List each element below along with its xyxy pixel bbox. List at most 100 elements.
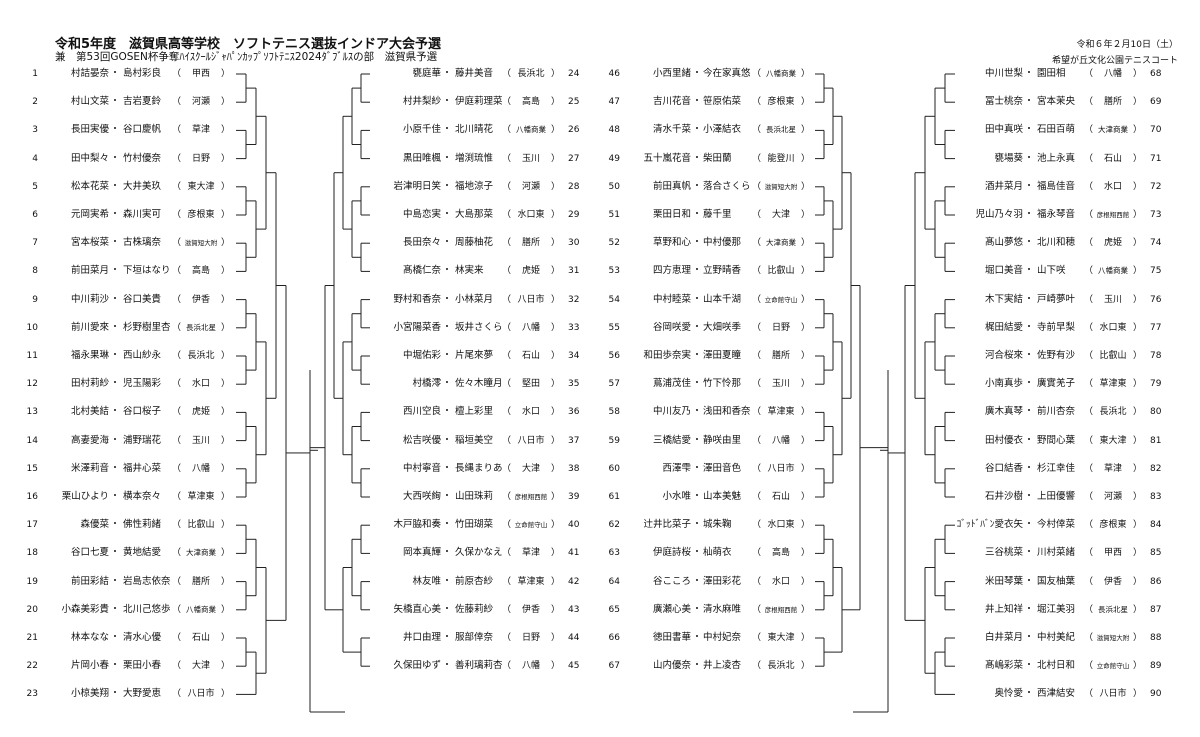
name-separator: ・ bbox=[442, 406, 452, 418]
paren-close: ） bbox=[551, 97, 561, 108]
entry-number: 74 bbox=[1150, 238, 1162, 249]
player-two-name: 佐野有沙 bbox=[1037, 350, 1076, 361]
paren-open: （ bbox=[502, 463, 512, 474]
entry-number: 27 bbox=[568, 153, 580, 164]
name-separator: ・ bbox=[692, 321, 702, 333]
player-two-name: 檀上彩里 bbox=[455, 406, 494, 418]
player-two-name: 清水心優 bbox=[123, 632, 162, 643]
name-separator: ・ bbox=[442, 519, 452, 531]
player-one-name: 髙嶋彩菜 bbox=[984, 660, 1023, 672]
player-one-name: ｺﾞｯﾄﾞﾊﾞﾝ愛衣矢 bbox=[956, 519, 1023, 531]
school-label: 彦根東 bbox=[187, 210, 215, 220]
name-separator: ・ bbox=[1024, 265, 1034, 277]
name-separator: ・ bbox=[110, 434, 120, 446]
player-two-name: 野間心葉 bbox=[1037, 434, 1076, 446]
entry-number: 38 bbox=[568, 463, 580, 474]
paren-close: ） bbox=[1133, 322, 1143, 333]
paren-close: ） bbox=[551, 492, 561, 502]
school-label: 日野 bbox=[771, 322, 790, 333]
entry-number: 81 bbox=[1150, 435, 1162, 446]
player-two-name: 川村菜緒 bbox=[1037, 547, 1076, 559]
player-one-name: 木下実結 bbox=[984, 293, 1023, 305]
paren-open: （ bbox=[752, 379, 762, 390]
name-separator: ・ bbox=[1024, 321, 1034, 333]
paren-close: ） bbox=[551, 181, 561, 192]
school-label: 草津 bbox=[191, 125, 210, 136]
paren-close: ） bbox=[551, 351, 561, 361]
paren-close: ） bbox=[1133, 548, 1143, 559]
paren-open: （ bbox=[1084, 463, 1094, 474]
player-two-name: 澤田彩花 bbox=[703, 575, 742, 587]
event-date: 令和６年２月10日（土） bbox=[1076, 40, 1178, 50]
player-two-name: 石田百萌 bbox=[1037, 124, 1076, 136]
paren-open: （ bbox=[502, 181, 512, 192]
name-separator: ・ bbox=[1024, 434, 1034, 446]
paren-open: （ bbox=[502, 492, 512, 502]
name-separator: ・ bbox=[692, 265, 702, 277]
player-one-name: 辻井比菜子 bbox=[643, 519, 691, 531]
player-one-name: 林友唯 bbox=[412, 575, 441, 587]
player-one-name: 清水千菜 bbox=[652, 124, 691, 136]
school-label: 八幡商業 bbox=[766, 69, 796, 78]
player-one-name: 中川莉沙 bbox=[70, 293, 109, 305]
player-one-name: 奥怜愛 bbox=[994, 688, 1023, 700]
paren-open: （ bbox=[502, 661, 512, 672]
player-two-name: 山下咲 bbox=[1037, 265, 1066, 277]
entry-number: 79 bbox=[1150, 379, 1162, 390]
paren-close: ） bbox=[1133, 69, 1143, 79]
paren-open: （ bbox=[752, 548, 762, 559]
entry-number: 88 bbox=[1150, 633, 1162, 643]
entry-number: 82 bbox=[1150, 463, 1162, 474]
paren-open: （ bbox=[502, 153, 512, 164]
player-two-name: 前川杏奈 bbox=[1037, 406, 1076, 418]
school-label: 滋賀短大附 bbox=[184, 239, 218, 248]
player-one-name: 林本なな bbox=[70, 632, 109, 643]
entry-number: 49 bbox=[608, 153, 620, 164]
school-label: 玉川 bbox=[771, 379, 790, 390]
paren-close: ） bbox=[1133, 407, 1143, 418]
player-two-name: 中村美紀 bbox=[1037, 632, 1076, 643]
entry-number: 60 bbox=[608, 463, 620, 474]
player-one-name: 前田菜月 bbox=[70, 265, 109, 277]
paren-close: ） bbox=[1133, 238, 1143, 249]
paren-open: （ bbox=[752, 576, 762, 587]
name-separator: ・ bbox=[1024, 124, 1034, 136]
player-two-name: 上田優響 bbox=[1037, 491, 1076, 502]
player-one-name: 廣瀬心美 bbox=[652, 603, 691, 615]
school-label: 大津 bbox=[191, 661, 210, 672]
player-one-name: 小水唯 bbox=[662, 491, 691, 502]
paren-close: ） bbox=[801, 604, 811, 615]
player-one-name: 村橋澪 bbox=[412, 378, 441, 390]
paren-open: （ bbox=[502, 379, 512, 390]
paren-close: ） bbox=[221, 266, 231, 277]
name-separator: ・ bbox=[1024, 632, 1034, 643]
entry-number: 59 bbox=[608, 435, 620, 446]
school-label: 長浜北星 bbox=[766, 125, 796, 135]
paren-open: （ bbox=[1084, 689, 1094, 700]
name-separator: ・ bbox=[692, 434, 702, 446]
name-separator: ・ bbox=[692, 660, 702, 672]
player-one-name: 酒井菜月 bbox=[984, 180, 1023, 192]
paren-open: （ bbox=[172, 322, 182, 333]
entry-number: 69 bbox=[1150, 97, 1162, 108]
paren-close: ） bbox=[221, 604, 231, 615]
player-two-name: 坂井さくら bbox=[455, 321, 503, 333]
paren-close: ） bbox=[801, 153, 811, 164]
name-separator: ・ bbox=[692, 68, 702, 79]
paren-open: （ bbox=[752, 153, 762, 164]
paren-close: ） bbox=[551, 125, 561, 136]
paren-open: （ bbox=[1084, 435, 1094, 446]
school-label: 水口東 bbox=[767, 520, 795, 531]
paren-open: （ bbox=[1084, 407, 1094, 418]
school-label: 玉川 bbox=[521, 153, 540, 164]
player-one-name: 甕庭華 bbox=[412, 68, 441, 79]
name-separator: ・ bbox=[110, 462, 120, 474]
school-label: 高島 bbox=[191, 266, 210, 277]
